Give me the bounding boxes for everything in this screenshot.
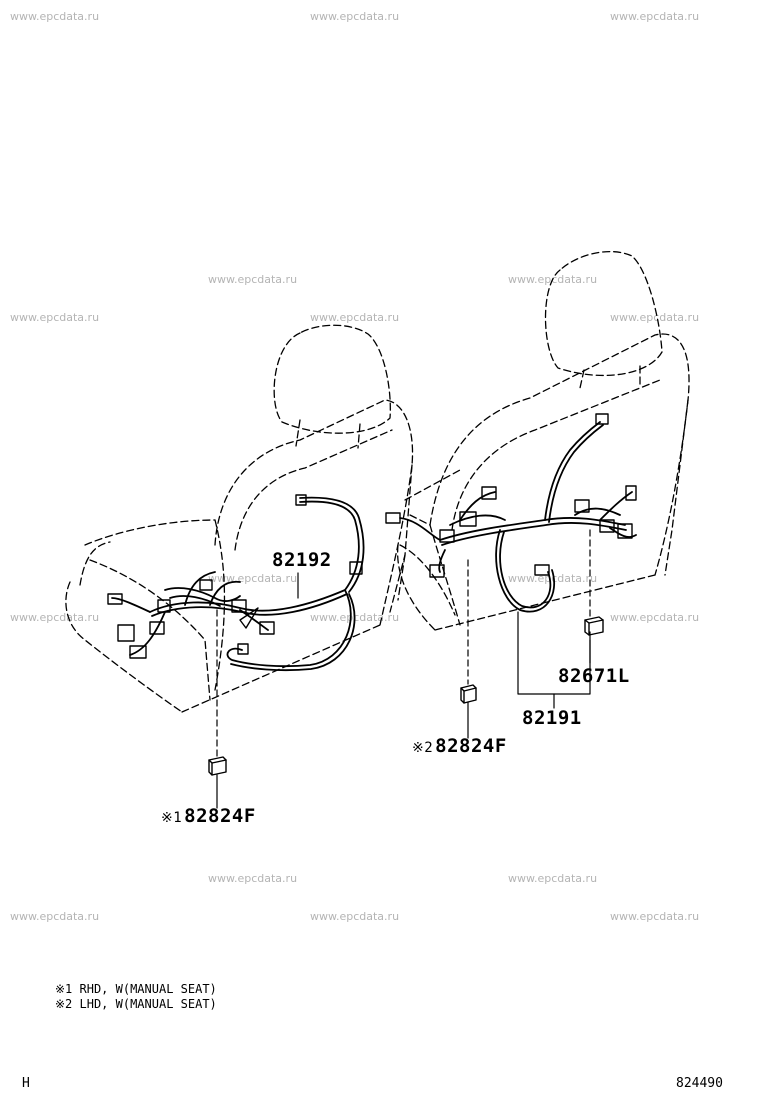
part-number-82824f-left-label: 82824F	[184, 805, 256, 827]
watermark: www.epcdata.ru	[610, 611, 700, 624]
diagram-number: 824490	[676, 1076, 723, 1091]
watermark: www.epcdata.ru	[10, 311, 100, 324]
watermark: www.epcdata.ru	[208, 273, 298, 286]
region-code: H	[22, 1076, 30, 1091]
part-number-82824f-right-label: 82824F	[435, 735, 507, 757]
left-wire-harness	[111, 496, 365, 672]
watermark: www.epcdata.ru	[610, 311, 700, 324]
watermark: www.epcdata.ru	[10, 611, 100, 624]
watermark: www.epcdata.ru	[10, 910, 100, 923]
part-number-82191[interactable]: 82191	[522, 707, 582, 729]
watermark: www.epcdata.ru	[310, 311, 400, 324]
applicability-note-2: ※2 LHD, W(MANUAL SEAT)	[55, 997, 217, 1011]
applicability-mark-1: ※1	[161, 810, 183, 826]
right-harness-connectors	[385, 413, 637, 578]
dash-drop-lines	[216, 529, 591, 757]
part-number-82671l[interactable]: 82671L	[558, 665, 630, 687]
watermark: www.epcdata.ru	[610, 910, 700, 923]
left-harness-connectors	[107, 494, 363, 659]
leader-lines	[216, 572, 591, 809]
watermark: www.epcdata.ru	[508, 572, 598, 585]
part-number-82192[interactable]: 82192	[272, 549, 332, 571]
applicability-mark-2: ※2	[412, 740, 434, 756]
applicability-note-1: ※1 RHD, W(MANUAL SEAT)	[55, 982, 217, 996]
watermark: www.epcdata.ru	[310, 910, 400, 923]
watermark: www.epcdata.ru	[610, 10, 700, 23]
right-wire-harness	[399, 421, 637, 613]
watermark: www.epcdata.ru	[310, 10, 400, 23]
right-seat-outline	[396, 250, 690, 631]
connector-blocks	[208, 616, 604, 776]
watermark: www.epcdata.ru	[508, 872, 598, 885]
watermark: www.epcdata.ru	[208, 872, 298, 885]
left-seat-outline	[65, 324, 461, 713]
watermark: www.epcdata.ru	[10, 10, 100, 23]
